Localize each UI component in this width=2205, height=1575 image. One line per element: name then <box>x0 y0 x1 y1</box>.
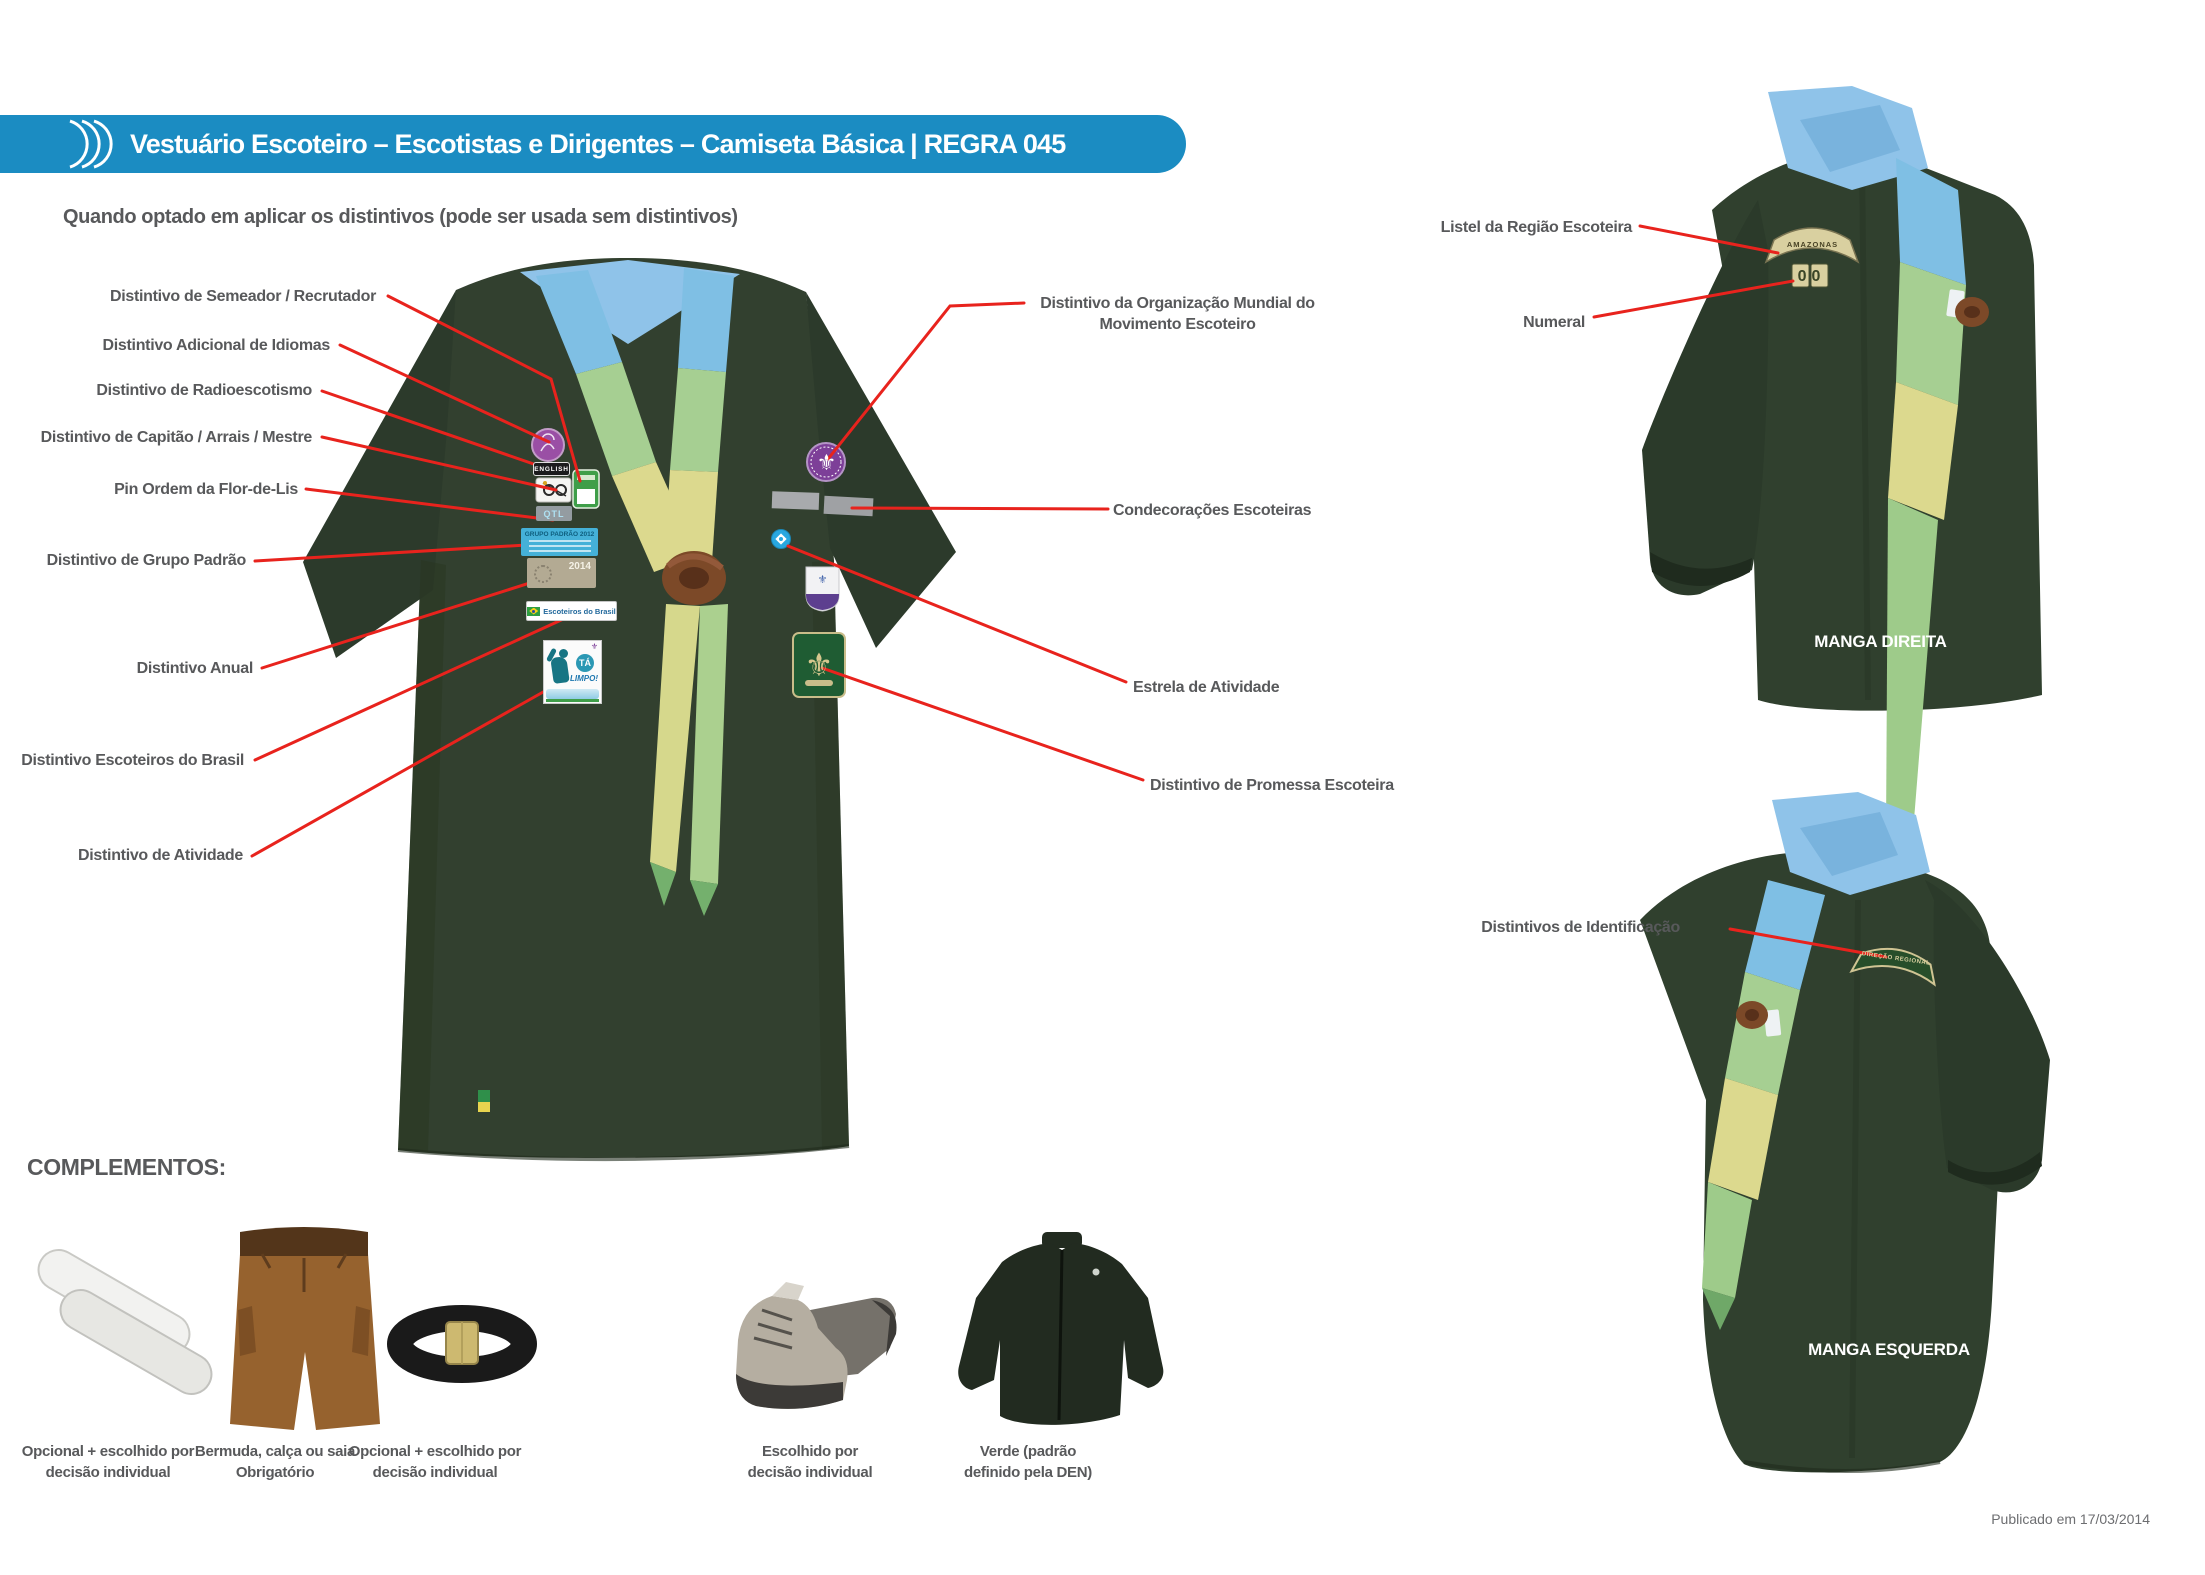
caption-line: definido pela DEN) <box>964 1464 1092 1481</box>
fleur-de-lis-icon: ⚜ <box>816 449 837 475</box>
caption-line: Verde (padrão <box>979 1443 1077 1460</box>
label-radioescotismo: Distintivo de Radioescotismo <box>96 382 312 399</box>
manga-direita-illustration <box>1642 86 2042 880</box>
manga-direita-label: MANGA DIREITA <box>1814 632 1947 651</box>
grupo-padrao-badge-lines <box>528 540 591 552</box>
title-bar-arcs-icon <box>69 119 113 169</box>
subtitle: Quando optado em aplicar os distintivos … <box>63 206 738 228</box>
label-numeral: Numeral <box>1523 314 1585 331</box>
caption-line: Escolhido por <box>761 1443 859 1460</box>
page-title: Vestuário Escoteiro – Escotistas e Dirig… <box>130 129 1066 159</box>
fleur-de-lis-icon: ⚜ <box>817 573 828 586</box>
label-anual: Distintivo Anual <box>136 660 254 677</box>
wosm-badge <box>806 442 846 482</box>
fingerprint-icon <box>534 565 552 583</box>
caption-line: decisão individual <box>747 1464 873 1481</box>
green-strip <box>546 699 599 702</box>
grupo-padrao-badge-text: GRUPO PADRÃO 2012 <box>524 531 595 538</box>
label-wosm-line2: Movimento Escoteiro <box>1099 316 1256 333</box>
caption-line: decisão individual <box>45 1464 171 1481</box>
anual-badge-year: 2014 <box>568 561 591 572</box>
listel-patch <box>1764 227 1860 264</box>
socks-illustration <box>37 1249 213 1395</box>
brazil-flag-icon <box>527 606 541 616</box>
caption-shorts: Bermuda, calça ou saia Obrigatório <box>185 1441 365 1483</box>
label-identificacao: Distintivos de Identificação <box>1481 919 1680 936</box>
condecoracao-ribbon <box>823 495 874 517</box>
escoteiros-brasil-badge-text: Escoteiros do Brasil <box>543 606 616 616</box>
label-wosm: Distintivo da Organização Mundial do Mov… <box>1025 293 1330 335</box>
front-shirt-illustration <box>303 258 956 1162</box>
manga-esquerda-label: MANGA ESQUERDA <box>1808 1340 1970 1359</box>
grupo-padrao-badge: GRUPO PADRÃO 2012 <box>521 528 598 556</box>
identificacao-patch <box>1849 947 1936 987</box>
jacket-illustration <box>958 1232 1164 1425</box>
manga-esquerda-illustration <box>1640 792 2050 1473</box>
condecoracao-ribbon <box>771 491 820 510</box>
label-grupo-padrao: Distintivo de Grupo Padrão <box>46 552 247 569</box>
caption-line: Bermuda, calça ou saia <box>194 1443 356 1460</box>
label-wosm-line1: Distintivo da Organização Mundial do <box>1040 295 1315 312</box>
fleur-de-lis-icon: ⚜ <box>804 647 834 683</box>
numeral-patch <box>1791 263 1810 288</box>
caption-boots: Escolhido por decisão individual <box>720 1441 900 1483</box>
ta-limpo-activity-badge: TÁ LIMPO! ⚜ <box>543 640 602 704</box>
water-graphic <box>546 689 599 699</box>
shorts-illustration <box>230 1227 380 1430</box>
ta-limpo-badge-text-limpo: LIMPO! <box>570 674 598 683</box>
qtl-badge: QTL <box>536 506 572 521</box>
fleur-de-lis-icon: ⚜ <box>590 642 598 651</box>
complements-heading: COMPLEMENTOS: <box>27 1154 226 1180</box>
caption-line: Opcional + escolhido por <box>21 1443 195 1460</box>
english-badge: ENGLISH <box>533 462 570 476</box>
caption-socks: Opcional + escolhido por decisão individ… <box>18 1441 198 1483</box>
person-icon <box>550 656 570 684</box>
title-bar: Vestuário Escoteiro – Escotistas e Dirig… <box>0 115 1186 173</box>
numeral-patch-text: 00 <box>1797 268 1826 285</box>
label-condecoracoes: Condecorações Escoteiras <box>1113 502 1312 519</box>
caption-belt: Opcional + escolhido por decisão individ… <box>345 1441 525 1483</box>
caption-line: decisão individual <box>372 1464 498 1481</box>
label-listel: Listel da Região Escoteira <box>1440 219 1633 236</box>
label-capitao: Distintivo de Capitão / Arrais / Mestre <box>40 429 313 446</box>
numeral-patch <box>1810 263 1829 288</box>
boots-illustration <box>736 1282 897 1409</box>
escoteiros-brasil-badge: Escoteiros do Brasil <box>526 601 617 621</box>
caption-jacket: Verde (padrão definido pela DEN) <box>938 1441 1118 1483</box>
label-semeador: Distintivo de Semeador / Recrutador <box>109 288 376 305</box>
label-estrela: Estrela de Atividade <box>1133 679 1280 696</box>
label-flor-de-lis: Pin Ordem da Flor-de-Lis <box>114 481 298 498</box>
caption-line: Opcional + escolhido por <box>348 1443 522 1460</box>
published-date: Publicado em 17/03/2014 <box>1991 1511 2150 1527</box>
label-escoteiros-brasil: Distintivo Escoteiros do Brasil <box>21 752 244 769</box>
belt-illustration <box>387 1305 537 1383</box>
anual-badge: 2014 <box>527 558 596 588</box>
ta-limpo-badge-text-ta: TÁ <box>576 654 594 672</box>
annotation-lines <box>250 224 1888 959</box>
label-promessa: Distintivo de Promessa Escoteira <box>1150 777 1394 794</box>
label-atividade: Distintivo de Atividade <box>78 847 243 864</box>
label-idiomas: Distintivo Adicional de Idiomas <box>102 337 331 354</box>
caption-line: Obrigatório <box>235 1464 315 1481</box>
listel-patch-text: AMAZONAS <box>1786 240 1839 249</box>
person-icon <box>559 649 568 658</box>
